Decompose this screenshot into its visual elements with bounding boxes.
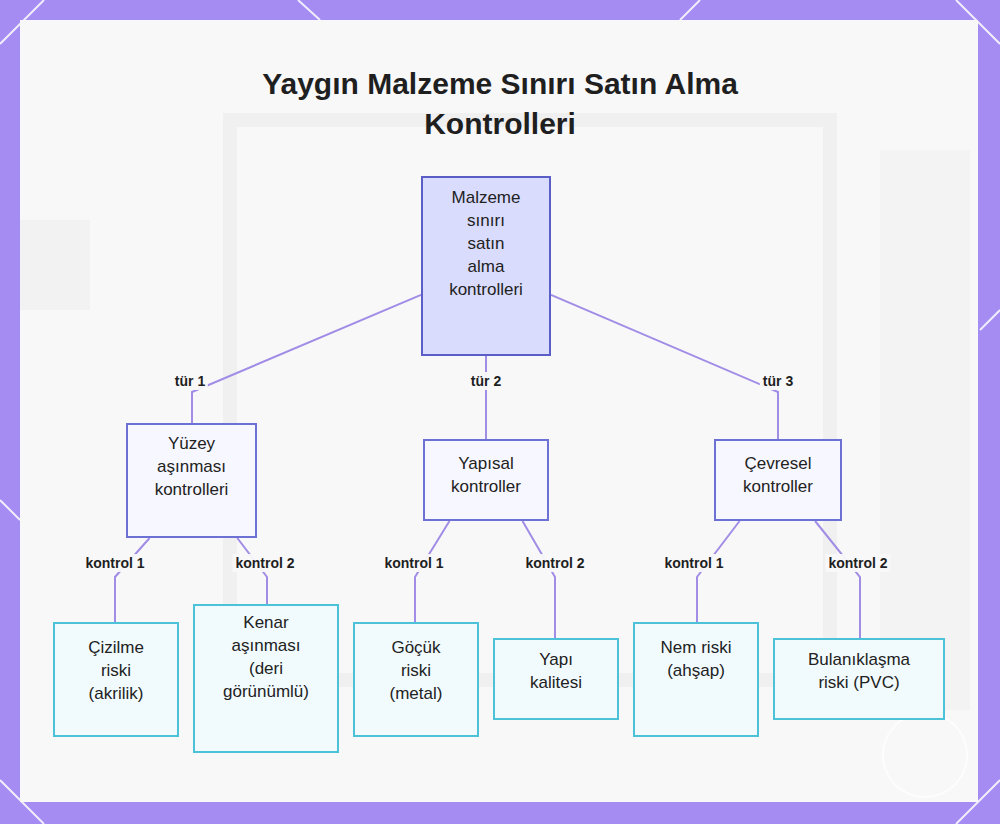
node-text: Nem riski (ahşap) bbox=[655, 636, 737, 682]
edge-label: kontrol 1 bbox=[381, 554, 446, 572]
category-box: Yüzey aşınması kontrolleri bbox=[126, 423, 257, 538]
edge-label: kontrol 2 bbox=[232, 554, 297, 572]
connector-line bbox=[523, 521, 556, 638]
blur-shape bbox=[20, 220, 90, 310]
node-text: Kenar aşınması (deri görünümlü) bbox=[222, 611, 310, 703]
faint-icon bbox=[883, 713, 967, 797]
node-text: Çizilme riski (akrilik) bbox=[77, 636, 155, 705]
corner-line bbox=[680, 0, 700, 20]
node-text: Bulanıklaşma riski (PVC) bbox=[795, 648, 923, 694]
edge-label: kontrol 2 bbox=[522, 554, 587, 572]
node-text: Yapı kalitesi bbox=[520, 648, 592, 694]
blur-frame bbox=[230, 120, 830, 680]
edge-label: tür 1 bbox=[172, 372, 208, 390]
edge-label: tür 2 bbox=[468, 372, 504, 390]
node-text: Yüzey aşınması kontrolleri bbox=[148, 432, 235, 501]
edge-label: kontrol 1 bbox=[661, 554, 726, 572]
corner-line bbox=[298, 0, 320, 20]
control-box: Göçük riski (metal) bbox=[353, 622, 479, 737]
blur-shape bbox=[880, 150, 970, 710]
control-box: Kenar aşınması (deri görünümlü) bbox=[193, 604, 339, 753]
corner-line bbox=[980, 310, 1000, 330]
category-box: Yapısal kontroller bbox=[423, 439, 549, 521]
diagram-title: Yaygın Malzeme Sınırı Satın Alma Kontrol… bbox=[230, 64, 770, 144]
node-text: Yapısal kontroller bbox=[445, 452, 527, 498]
control-box: Bulanıklaşma riski (PVC) bbox=[773, 638, 945, 720]
root-box: Malzeme sınırı satın alma kontrolleri bbox=[421, 176, 551, 356]
category-box: Çevresel kontroller bbox=[714, 439, 842, 521]
panel bbox=[20, 20, 978, 802]
connector-line bbox=[551, 295, 778, 439]
node-text: Çevresel kontroller bbox=[736, 452, 820, 498]
node-text: Malzeme sınırı satın alma kontrolleri bbox=[449, 186, 523, 301]
connector-line bbox=[485, 356, 487, 439]
control-box: Yapı kalitesi bbox=[493, 638, 619, 720]
connector-line bbox=[115, 538, 150, 622]
node-text: Göçük riski (metal) bbox=[380, 636, 452, 705]
control-box: Çizilme riski (akrilik) bbox=[53, 622, 179, 737]
edge-label: kontrol 2 bbox=[825, 554, 890, 572]
connector-line bbox=[192, 295, 421, 423]
edge-label: tür 3 bbox=[760, 372, 796, 390]
connector-line bbox=[815, 521, 860, 638]
control-box: Nem riski (ahşap) bbox=[633, 622, 759, 737]
corner-line bbox=[0, 500, 20, 520]
edge-label: kontrol 1 bbox=[82, 554, 147, 572]
